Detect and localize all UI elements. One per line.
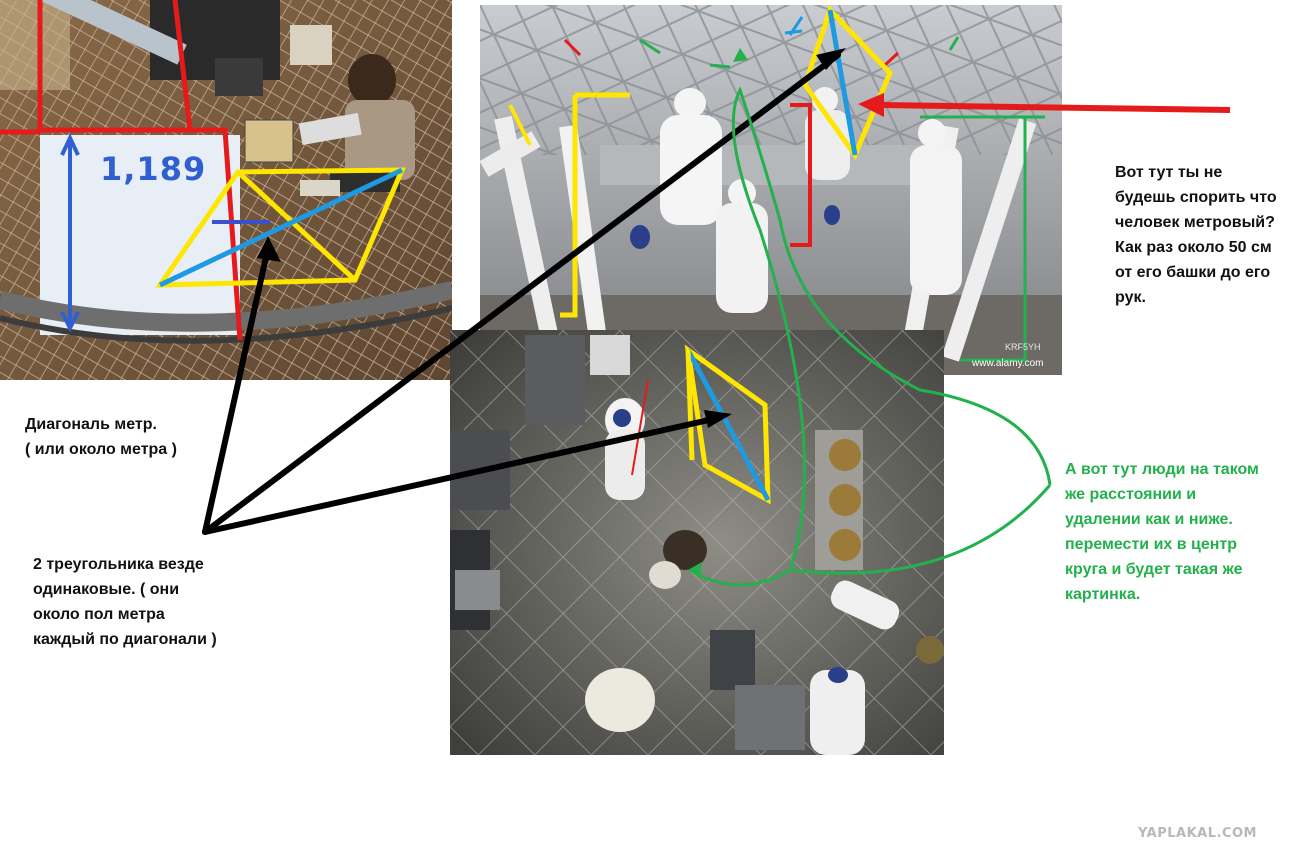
alamy-url-watermark: www.alamy.com: [972, 358, 1044, 369]
alamy-code-watermark: KRF5YH: [1005, 342, 1041, 352]
dimension-label: 1,189: [100, 150, 207, 188]
caption-person-height: Вот тут ты не будешь спорить что человек…: [1115, 164, 1277, 306]
photo-station-interior: [450, 330, 944, 755]
site-watermark: YAPLAKAL.COM: [1138, 826, 1257, 841]
photo-workers-lattice: [480, 5, 1062, 375]
photo-lattice-floor: [0, 0, 452, 380]
caption-diagonal-meter: Диагональ метр. ( или около метра ): [25, 416, 177, 458]
caption-two-triangles: 2 треугольника везде одинаковые. ( они о…: [33, 556, 217, 648]
caption-people-distance: А вот тут люди на таком же расстоянии и …: [1065, 461, 1259, 603]
